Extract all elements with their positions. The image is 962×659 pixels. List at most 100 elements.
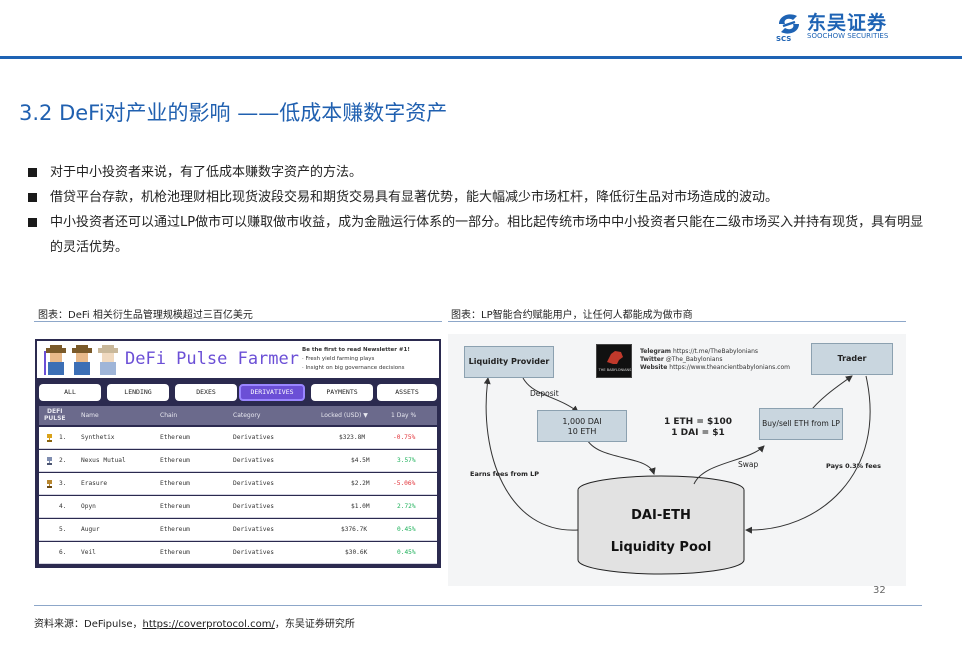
trophy-bronze-icon (47, 480, 52, 488)
bullet-square-icon (28, 218, 37, 227)
earns-fees-label: Earns fees from LP (470, 470, 540, 478)
row-category: Derivatives (233, 434, 274, 441)
row-rank: 3. (59, 480, 67, 487)
contact-twitter: Twitter @The_Babylonians (640, 356, 790, 364)
row-locked: $2.2M (351, 480, 370, 487)
row-day-change: 3.57% (397, 457, 416, 464)
left-caption-rule (34, 321, 442, 322)
row-rank: 4. (59, 503, 67, 510)
row-day-change: -5.06% (393, 480, 416, 487)
pays-fees-label: Pays 0.3% fees (826, 462, 881, 470)
table-row[interactable]: 3. Erasure Ethereum Derivatives $2.2M -5… (39, 473, 437, 495)
source-note: 资料来源：DeFipulse，https://coverprotocol.com… (34, 615, 355, 630)
tab-assets[interactable]: ASSETS (377, 384, 437, 401)
bullet-list: 对于中小投资者来说，有了低成本赚数字资产的方法。 借贷平台存款，机枪池理财相比现… (28, 160, 928, 260)
bullet-item: 借贷平台存款，机枪池理财相比现货波段交易和期货交易具有显著优势，能大幅减少市场杠… (28, 185, 928, 210)
source-suffix: ，东吴证券研究所 (274, 619, 355, 630)
row-category: Derivatives (233, 549, 274, 556)
deposit-amount-node: 1,000 DAI 10 ETH (537, 410, 627, 442)
logo-mark-icon (779, 14, 799, 34)
row-day-change: 0.45% (397, 549, 416, 556)
row-chain: Ethereum (160, 457, 190, 464)
row-name: Erasure (81, 480, 108, 487)
row-chain: Ethereum (160, 526, 190, 533)
source-prefix: 资料来源：DeFipulse， (34, 619, 143, 630)
row-rank: 6. (59, 549, 67, 556)
bullet-text: 对于中小投资者来说，有了低成本赚数字资产的方法。 (50, 165, 363, 180)
company-logo: SCS 东吴证券 SOOCHOW SECURITIES (775, 8, 915, 44)
rate-dai: 1 DAI = $1 (671, 428, 725, 438)
newsletter-line: Be the first to read Newsletter #1! (302, 347, 410, 353)
babylonians-logo: THE BABYLONIANS (596, 344, 632, 378)
header-category[interactable]: Category (233, 412, 261, 419)
bullet-text: 中小投资者还可以通过LP做市可以赚取做市收益，成为金融运行体系的一部分。相比起传… (50, 215, 924, 255)
header-pulse: PULSE (44, 415, 66, 422)
header-locked[interactable]: Locked (USD) ▼ (321, 412, 368, 419)
category-tabs: ALL LENDING DEXES DERIVATIVES PAYMENTS A… (39, 384, 437, 401)
bullet-item: 对于中小投资者来说，有了低成本赚数字资产的方法。 (28, 160, 928, 185)
row-name: Veil (81, 549, 96, 556)
header-divider (0, 56, 962, 59)
defi-pulse-table-image: DeFi Pulse Farmer Be the first to read N… (35, 339, 441, 568)
row-name: Opyn (81, 503, 96, 510)
row-locked: $376.7K (341, 526, 368, 533)
rate-eth: 1 ETH = $100 (664, 417, 733, 427)
row-rank: 5. (59, 526, 67, 533)
row-chain: Ethereum (160, 549, 190, 556)
header-name[interactable]: Name (81, 412, 99, 419)
row-rank: 2. (59, 457, 67, 464)
trophy-silver-icon (47, 457, 52, 465)
babylonians-badge-text: THE BABYLONIANS (598, 368, 632, 372)
row-locked: $323.8M (339, 434, 366, 441)
twitter-value: @The_Babylonians (665, 356, 723, 363)
header-day-change[interactable]: 1 Day % (391, 412, 417, 419)
twitter-label: Twitter (640, 356, 664, 363)
header-defi: DEFI (47, 408, 63, 415)
source-link[interactable]: https://coverprotocol.com/ (142, 619, 275, 630)
row-category: Derivatives (233, 457, 274, 464)
deposit-label: Deposit (530, 389, 559, 398)
row-day-change: -0.75% (393, 434, 416, 441)
bullet-text: 借贷平台存款，机枪池理财相比现货波段交易和期货交易具有显著优势，能大幅减少市场杠… (50, 190, 779, 205)
tab-payments[interactable]: PAYMENTS (311, 384, 373, 401)
trader-node: Trader (811, 343, 893, 375)
newsletter-line: · Insight on big governance decisions (302, 365, 405, 371)
bullet-square-icon (28, 168, 37, 177)
defi-pulse-brand: DeFi Pulse Farmer (125, 349, 299, 369)
telegram-value: https://t.me/TheBabylonians (672, 348, 759, 355)
tab-dexes[interactable]: DEXES (175, 384, 237, 401)
tab-all[interactable]: ALL (39, 384, 101, 401)
farmer-icon (72, 345, 92, 375)
table-row[interactable]: 1. Synthetix Ethereum Derivatives $323.8… (39, 427, 437, 449)
row-locked: $4.5M (351, 457, 370, 464)
bullet-square-icon (28, 193, 37, 202)
trophy-gold-icon (47, 434, 52, 442)
tab-derivatives[interactable]: DERIVATIVES (239, 384, 305, 401)
liquidity-provider-node: Liquidity Provider (464, 346, 554, 378)
row-rank: 1. (59, 434, 67, 441)
row-category: Derivatives (233, 526, 274, 533)
deposit-eth: 10 ETH (567, 427, 597, 436)
row-locked: $30.6K (345, 549, 368, 556)
farmer-icon (44, 345, 66, 375)
left-figure-caption: 图表：DeFi 相关衍生品管理规模超过三百亿美元 (38, 310, 253, 321)
slide-title: 3.2 DeFi对产业的影响 ——低成本赚数字资产 (19, 101, 448, 125)
row-chain: Ethereum (160, 503, 190, 510)
website-label: Website (640, 364, 668, 371)
pool-name: DAI-ETH (631, 508, 691, 523)
table-row[interactable]: 2. Nexus Mutual Ethereum Derivatives $4.… (39, 450, 437, 472)
telegram-label: Telegram (640, 348, 672, 355)
table-row[interactable]: 6. Veil Ethereum Derivatives $30.6K 0.45… (39, 542, 437, 564)
row-category: Derivatives (233, 480, 274, 487)
table-row[interactable]: 4. Opyn Ethereum Derivatives $1.0M 2.72% (39, 496, 437, 518)
tab-lending[interactable]: LENDING (107, 384, 169, 401)
newsletter-line: · Fresh yield farming plays (302, 356, 375, 362)
row-name: Nexus Mutual (81, 457, 126, 464)
contact-info: Telegram https://t.me/TheBabylonians Twi… (640, 348, 790, 372)
header-chain[interactable]: Chain (160, 412, 178, 419)
row-chain: Ethereum (160, 480, 190, 487)
farmer-icon (98, 345, 118, 375)
row-chain: Ethereum (160, 434, 190, 441)
table-row[interactable]: 5. Augur Ethereum Derivatives $376.7K 0.… (39, 519, 437, 541)
